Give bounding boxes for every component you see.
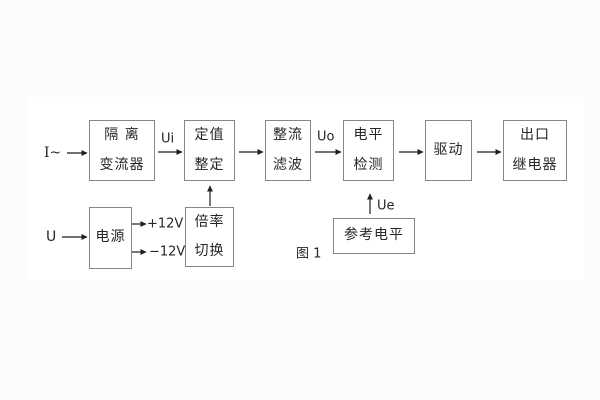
block-isolation-transducer-line: 隔 离: [104, 127, 140, 144]
label-input-voltage: U: [46, 229, 57, 245]
block-setting-adjust-line: 定值: [194, 127, 225, 144]
block-reference-level-line: 参考电平: [344, 227, 404, 244]
label-figure-caption: 图 1: [296, 246, 322, 262]
block-output-relay-line: 继电器: [512, 156, 558, 173]
block-output-relay-line: 出口: [520, 127, 550, 144]
label-signal-uo: Uo: [317, 129, 335, 145]
block-level-detect-line: 电平: [353, 127, 384, 144]
block-rectify-filter: 整流滤波: [265, 120, 311, 181]
label-rail-positive: +12V: [147, 216, 184, 232]
block-reference-level: 参考电平: [333, 218, 415, 254]
block-setting-adjust: 定值整定: [184, 120, 235, 181]
label-signal-ui: Ui: [161, 131, 175, 147]
block-ratio-switch: 倍率切换: [185, 207, 234, 267]
label-rail-negative: −12V: [149, 244, 186, 260]
block-ratio-switch-line: 切换: [194, 243, 225, 259]
block-output-relay: 出口继电器: [503, 120, 567, 181]
block-power-supply-line: 电源: [95, 229, 126, 246]
block-setting-adjust-line: 整定: [194, 156, 225, 173]
block-isolation-transducer: 隔 离变流器: [89, 120, 155, 181]
label-input-current: I~: [44, 145, 62, 161]
block-drive-line: 驱动: [433, 141, 464, 158]
block-drive: 驱动: [425, 120, 472, 181]
block-level-detect: 电平检测: [343, 120, 394, 181]
block-ratio-switch-line: 倍率: [194, 213, 225, 230]
block-isolation-transducer-line: 变流器: [99, 156, 145, 173]
label-signal-ue: Ue: [377, 198, 395, 214]
block-power-supply: 电源: [89, 207, 132, 269]
block-rectify-filter-line: 滤波: [273, 156, 303, 173]
block-level-detect-line: 检测: [353, 156, 384, 173]
block-rectify-filter-line: 整流: [273, 127, 303, 144]
